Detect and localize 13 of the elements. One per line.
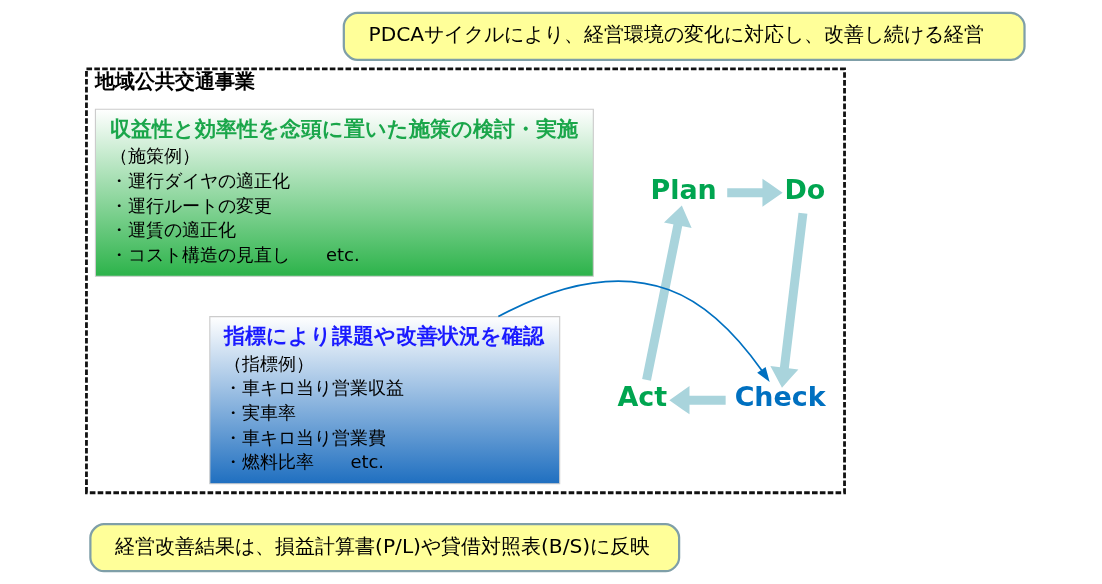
node-text: Act [617, 381, 668, 413]
node-box: 経営改善結果は、損益計算書(P/L)や貸借対照表(B/S)に反映 [89, 523, 681, 573]
arrow [770, 212, 808, 388]
node-box: PDCAサイクルにより、経営環境の変化に対応し、改善し続ける経営 [342, 11, 1026, 61]
arrow [642, 205, 692, 381]
node-text: Plan [650, 173, 717, 205]
node-box: 指標により課題や改善状況を確認 （指標例） ・車キロ当り営業収益 ・実車率 ・車キロ当り営業費 ・燃料比率 etc. [209, 316, 561, 485]
node-text: Check [734, 381, 826, 413]
arrow [727, 178, 783, 207]
arrow [497, 280, 770, 382]
node-box: 収益性と効率性を念頭に置いた施策の検討・実施 （施策例） ・運行ダイヤの適正化 ・運行ルートの変更 ・運賃の適正化 ・コスト構造の見直し etc. [94, 108, 594, 277]
node-text: Do [784, 173, 826, 205]
arrow [669, 386, 726, 415]
